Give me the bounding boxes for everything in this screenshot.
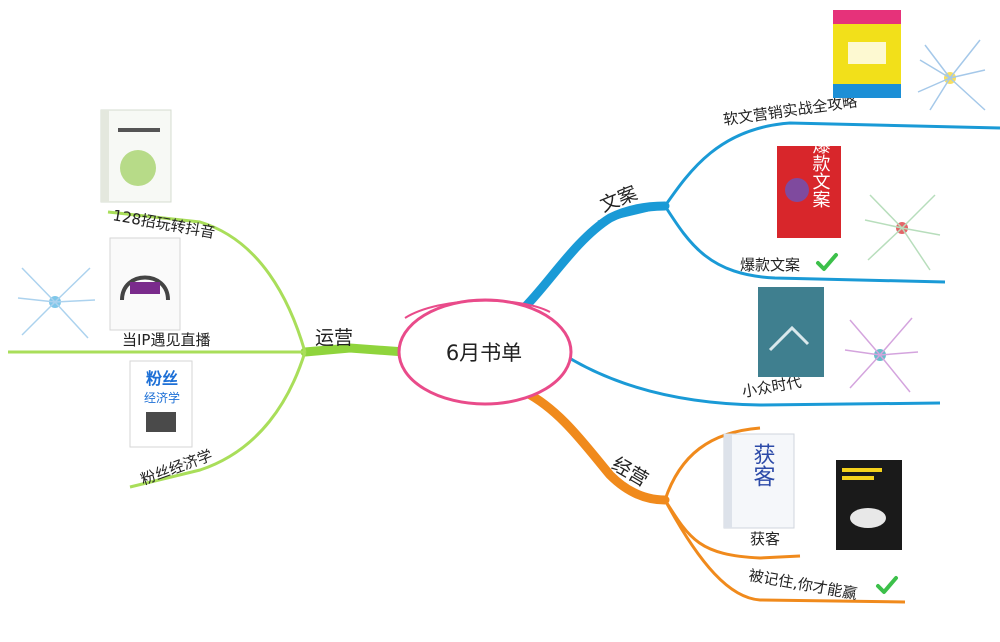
branch-wenan-item-3-label[interactable]: 小众时代 <box>741 373 803 401</box>
central-node[interactable]: 6月书单 <box>397 298 573 406</box>
check-icon <box>816 253 838 271</box>
central-node-accent <box>404 299 551 319</box>
mindmap-thumbnail-4 <box>17 267 96 339</box>
branch-wenan-link-1 <box>663 121 1000 207</box>
branch-jingying-trunk <box>520 387 670 505</box>
book-cover-beijizhu <box>836 460 902 550</box>
book-cover-huoke-title: 获客 <box>750 443 776 487</box>
branch-yunying-item-2-label[interactable]: 当IP遇见直播 <box>122 331 210 349</box>
branch-yunying: 运营 128招玩转抖音 当IP遇见直播 粉丝经济学 <box>8 206 410 489</box>
branch-yunying-trunk <box>300 343 410 357</box>
book-cover-fensi: 粉丝 经济学 <box>129 360 193 448</box>
book-cover-baokuan: 爆款文案 <box>777 136 841 238</box>
branch-jingying-link-top <box>663 426 761 501</box>
branch-yunying-link-1 <box>107 210 307 353</box>
book-cover-fensi-top: 粉丝 <box>146 369 178 388</box>
branch-yunying-label[interactable]: 运营 <box>315 327 353 349</box>
book-cover-fensi-bottom: 经济学 <box>144 390 180 405</box>
branch-wenan-item-2-label[interactable]: 爆款文案 <box>740 256 800 274</box>
branch-wenan-underline <box>597 204 666 224</box>
branch-wenan-link-3 <box>529 328 941 407</box>
book-cover-baokuan-title: 爆款文案 <box>810 136 831 208</box>
book-cover-huoke: 获客 <box>723 433 795 529</box>
mindmap-thumbnail-1 <box>917 39 986 111</box>
central-node-label: 6月书单 <box>446 341 522 365</box>
book-cover-ruanwen <box>833 10 901 98</box>
book-cover-ipzhibo <box>109 237 181 331</box>
branch-jingying-item-2-label[interactable]: 被记住,你才能赢 <box>747 566 858 603</box>
mindmap-thumbnail-2 <box>864 194 941 271</box>
check-icon <box>876 576 898 594</box>
book-cover-xiaozhong <box>758 287 824 377</box>
branch-jingying-item-1-label[interactable]: 获客 <box>750 530 780 548</box>
branch-yunying-item-1-label[interactable]: 128招玩转抖音 <box>111 206 216 242</box>
branch-yunying-link-3 <box>129 351 307 489</box>
mindmap-thumbnail-3 <box>844 317 919 393</box>
branch-wenan-trunk <box>517 201 670 315</box>
branch-jingying-link-2 <box>663 499 906 604</box>
branch-wenan-link-2 <box>663 205 946 284</box>
book-cover-douyin <box>100 109 172 203</box>
